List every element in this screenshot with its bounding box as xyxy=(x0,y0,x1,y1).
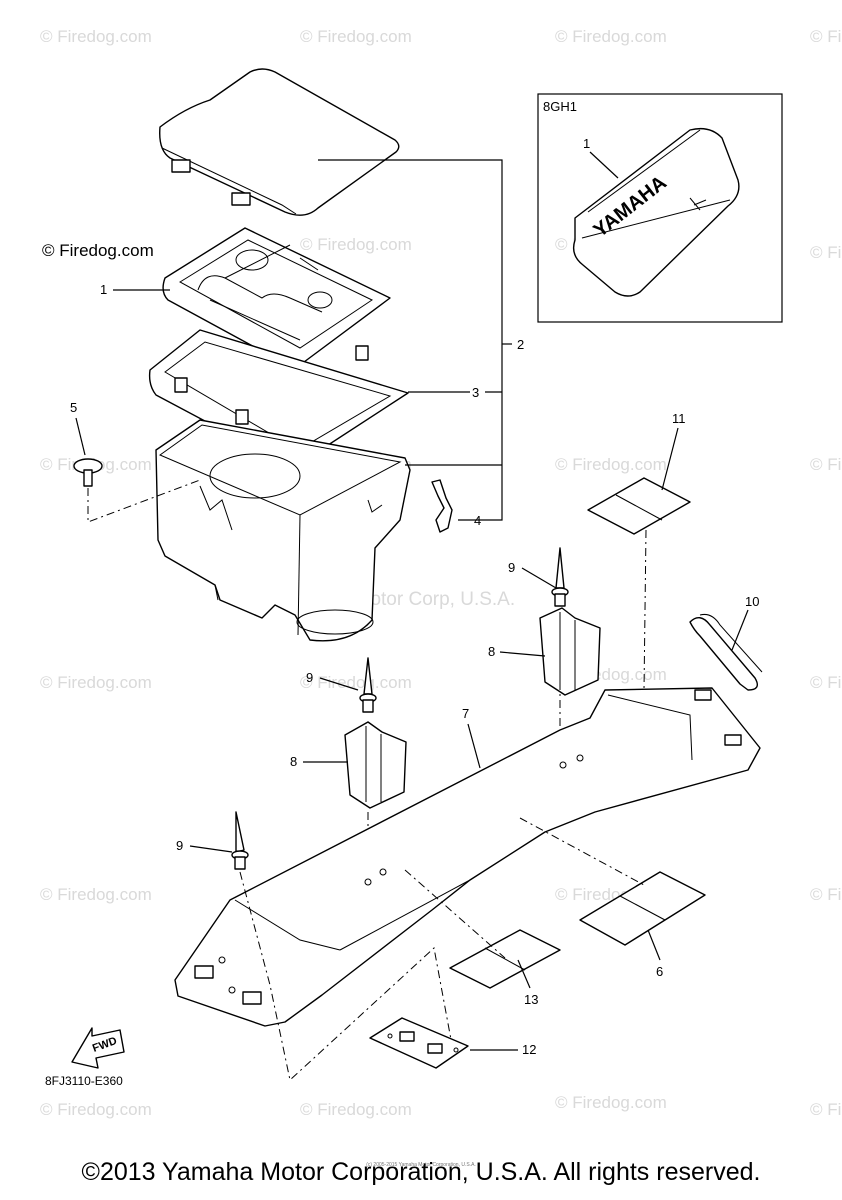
copyright-notice: ©2013 Yamaha Motor Corporation, U.S.A. A… xyxy=(81,1158,761,1186)
storage-lid xyxy=(159,68,400,216)
callout-9: 9 xyxy=(508,560,515,575)
callout-2: 2 xyxy=(517,337,524,352)
callout-13: 13 xyxy=(524,992,538,1007)
watermark: © Firedog.com xyxy=(555,455,667,474)
callout-11: 10 xyxy=(745,594,759,609)
storage-box xyxy=(155,419,411,642)
watermark: © Firedog.com xyxy=(40,1100,152,1119)
mounting-plate: 12 xyxy=(369,1017,536,1069)
callout-9: 9 xyxy=(176,838,183,853)
watermark: © Firedog.com xyxy=(810,243,842,262)
label-sheet: 11 xyxy=(587,411,691,691)
battery-strap: 10 xyxy=(689,594,763,691)
diagram-code: 8FJ3110-E360 xyxy=(45,1074,123,1088)
watermark: © Firedog.com xyxy=(810,1100,842,1119)
callout-6: 6 xyxy=(656,964,663,979)
callout-1: 1 xyxy=(100,282,107,297)
callout-5: 5 xyxy=(70,400,77,415)
watermark: © Firedog.com xyxy=(810,885,842,904)
watermark: © Firedog.com xyxy=(555,1093,667,1112)
inset-label: 8GH1 xyxy=(543,99,577,114)
callout-3: 3 xyxy=(472,385,479,400)
watermark: © Firedog.com xyxy=(300,673,412,692)
screw: 5 xyxy=(70,400,201,523)
callout-12: 11 xyxy=(672,411,686,426)
rivet: 9 xyxy=(306,657,377,713)
watermark: © Firedog.com xyxy=(810,673,842,692)
callout-8: 8 xyxy=(290,754,297,769)
label-sheet: 6 xyxy=(519,817,706,979)
fwd-arrow-icon: FWD xyxy=(71,1027,125,1069)
callout-10: 12 xyxy=(522,1042,536,1057)
callout-4: 4 xyxy=(474,513,481,528)
watermark: © Firedog.com xyxy=(40,885,152,904)
retaining-clip xyxy=(431,479,453,533)
tiny-notice: (c) 2005-2015 Yamaha Motor Corporation, … xyxy=(366,1162,476,1168)
watermark-dark: © Firedog.com xyxy=(42,241,154,260)
battery-bracket: 8 xyxy=(290,721,407,885)
watermark: © Firedog.com xyxy=(810,27,842,46)
watermark: © Firedog.com xyxy=(40,27,152,46)
callout-bracket xyxy=(318,159,512,521)
watermark: © Firedog.com xyxy=(810,455,842,474)
watermark: © Firedog.com xyxy=(300,1100,412,1119)
battery-bracket: 8 xyxy=(488,607,601,696)
inset-panel: 8GH1 1 YAMAHA xyxy=(537,93,783,323)
label-sheet: 13 xyxy=(404,869,561,1007)
yamaha-tool-pouch: YAMAHA xyxy=(572,127,740,297)
watermark: © Firedog.com xyxy=(555,27,667,46)
callout-9: 9 xyxy=(306,670,313,685)
callout-8: 8 xyxy=(488,644,495,659)
watermark: © Firedog.com xyxy=(300,27,412,46)
rivet: 9 xyxy=(176,811,453,1081)
watermark: © Firedog.com xyxy=(300,235,412,254)
watermark: © Firedog.com xyxy=(40,673,152,692)
callout-7: 7 xyxy=(462,706,469,721)
inset-callout-1: 1 xyxy=(583,136,590,151)
